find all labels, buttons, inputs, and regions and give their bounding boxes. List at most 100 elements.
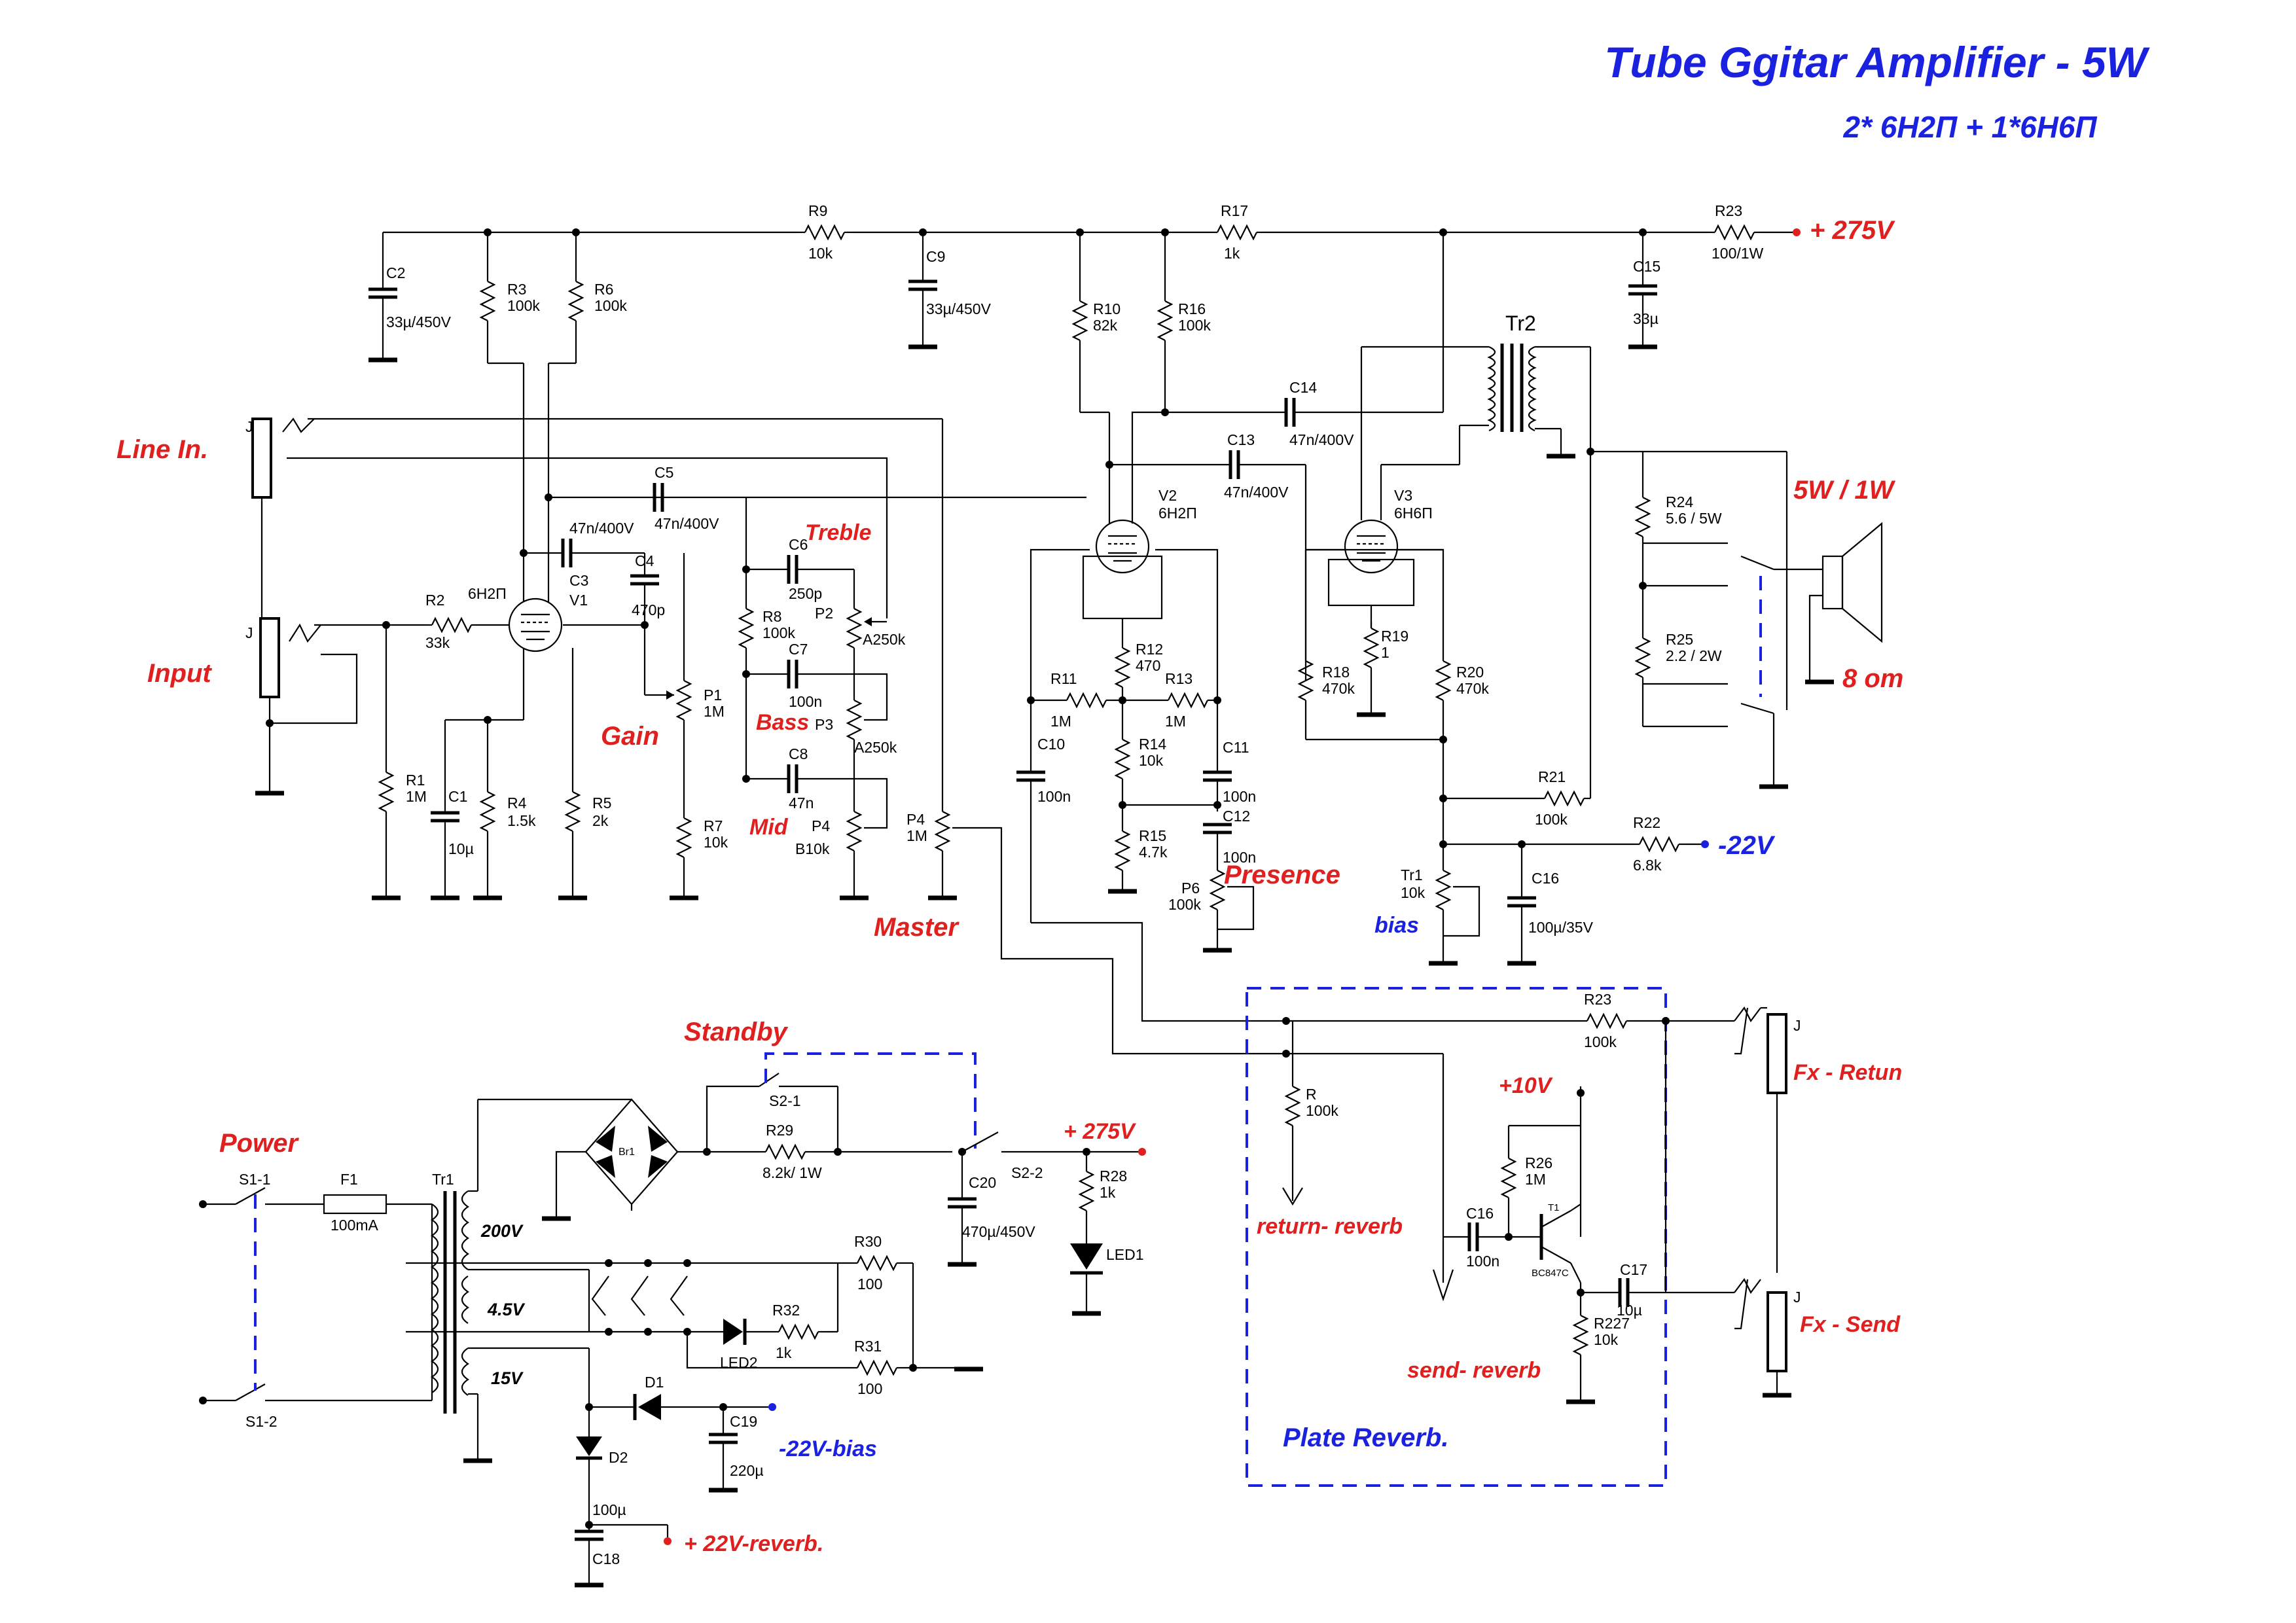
c15-value: 33µ — [1633, 310, 1659, 327]
f1-value: 100mA — [331, 1217, 379, 1234]
v2-ref: V2 — [1158, 487, 1177, 504]
p4-ref: P4 — [812, 817, 830, 834]
r24-value: 5.6 / 5W — [1666, 510, 1722, 527]
c15-ref: C15 — [1633, 258, 1660, 275]
c7-ref: C7 — [789, 641, 808, 658]
r22-value: 6.8k — [1633, 857, 1662, 874]
r6-value: 100k — [594, 297, 627, 314]
s21-ref: S2-1 — [769, 1092, 801, 1109]
r29-value: 8.2k/ 1W — [762, 1164, 822, 1181]
r2-ref: R2 — [425, 592, 444, 609]
r22-ref: R22 — [1633, 814, 1660, 831]
r17-ref: R17 — [1221, 202, 1248, 219]
c3-ref: C3 — [569, 572, 588, 589]
v3-tube — [1344, 519, 1399, 574]
r19-ref: R19 — [1381, 628, 1408, 645]
r23-ref: R23 — [1715, 202, 1742, 219]
r30-value: 100 — [857, 1275, 882, 1293]
c6-value: 250p — [789, 585, 822, 602]
label-minus22-bias: -22V-bias — [779, 1436, 877, 1461]
c16-ref: C16 — [1532, 870, 1559, 887]
r5-value: 2k — [592, 812, 609, 829]
s12-ref: S1-2 — [245, 1413, 278, 1430]
r32-value: 1k — [776, 1344, 792, 1361]
tr1-ref: Tr1 — [432, 1171, 454, 1188]
r21-value: 100k — [1535, 811, 1568, 828]
r2-value: 33k — [425, 634, 450, 651]
r9-value: 10k — [808, 245, 833, 262]
c3-value: 47n/400V — [569, 520, 634, 537]
label-plus22: + 22V-reverb. — [684, 1531, 823, 1556]
label-return-reverb: return- reverb — [1257, 1214, 1403, 1239]
c1-ref: C1 — [448, 788, 467, 805]
r8-value: 100k — [762, 624, 795, 641]
r9-ref: R9 — [808, 202, 827, 219]
v1-type: 6Н2П — [468, 585, 507, 602]
label-fx-send: Fx - Send — [1800, 1312, 1901, 1337]
r21-ref: R21 — [1538, 768, 1566, 785]
f1-ref: F1 — [340, 1171, 358, 1188]
tr1b-value: 10k — [1401, 884, 1426, 901]
label-gain: Gain — [601, 722, 659, 751]
p2-value: A250k — [863, 631, 906, 648]
label-send-reverb: send- reverb — [1407, 1358, 1541, 1383]
c2-value: 33µ/450V — [386, 313, 452, 330]
r4-value: 1.5k — [507, 812, 536, 829]
p4m-ref: P4 — [906, 811, 925, 828]
c1-value: 10µ — [448, 840, 474, 857]
r16-ref: R16 — [1178, 300, 1206, 317]
p2-ref: P2 — [815, 605, 833, 622]
label-200v: 200V — [480, 1221, 524, 1241]
jack-line-ref: J — [245, 418, 253, 435]
c4-ref: C4 — [635, 552, 655, 569]
r3-ref: R3 — [507, 281, 526, 298]
p4m-value: 1M — [906, 827, 927, 844]
c8-value: 47n — [789, 794, 814, 812]
label-treble: Treble — [805, 520, 871, 545]
r18-value: 470k — [1322, 680, 1355, 697]
c11-value: 100n — [1223, 788, 1256, 805]
r23b-ref: R23 — [1584, 991, 1611, 1008]
c4-value: 470p — [632, 601, 665, 618]
c10-ref: C10 — [1037, 736, 1065, 753]
r30-ref: R30 — [854, 1233, 882, 1250]
label-line-in: Line In. — [117, 435, 208, 464]
jack-input-ref: J — [245, 624, 253, 641]
r24-ref: R24 — [1666, 493, 1693, 510]
p1-ref: P1 — [704, 687, 722, 704]
r19-value: 1 — [1381, 644, 1390, 661]
t1-type: BC847C — [1532, 1268, 1569, 1279]
r25-value: 2.2 / 2W — [1666, 647, 1722, 664]
c19-value: 220µ — [730, 1462, 764, 1479]
led1-ref: LED1 — [1106, 1246, 1144, 1263]
c18-ref: C18 — [592, 1550, 620, 1567]
r5-ref: R5 — [592, 794, 611, 812]
label-4v5: 4.5V — [487, 1300, 526, 1319]
c6-ref: C6 — [789, 536, 808, 553]
r28-value: 1k — [1100, 1184, 1116, 1201]
br1-ref: Br1 — [619, 1147, 635, 1158]
r23-value: 100/1W — [1712, 245, 1764, 262]
c17-ref: C17 — [1620, 1261, 1647, 1278]
r-value: 100k — [1306, 1102, 1338, 1119]
p6-ref: P6 — [1181, 880, 1200, 897]
tr1-transformer — [431, 1190, 469, 1414]
jack-return-ref: J — [1793, 1017, 1801, 1034]
r7-value: 10k — [704, 834, 728, 851]
r31-value: 100 — [857, 1380, 882, 1397]
r28-ref: R28 — [1100, 1168, 1127, 1185]
r4-ref: R4 — [507, 794, 527, 812]
r7-ref: R7 — [704, 817, 723, 834]
label-bass: Bass — [756, 710, 809, 735]
r6-ref: R6 — [594, 281, 613, 298]
r25-ref: R25 — [1666, 631, 1693, 648]
v2-type: 6Н2П — [1158, 505, 1197, 522]
label-fx-return: Fx - Retun — [1793, 1060, 1902, 1085]
label-plate-reverb: Plate Reverb. — [1283, 1423, 1448, 1452]
v2-tube — [1095, 519, 1150, 574]
v3-ref: V3 — [1394, 487, 1412, 504]
r13-ref: R13 — [1165, 670, 1193, 687]
c12-ref: C12 — [1223, 808, 1250, 825]
v1-tube — [508, 597, 563, 652]
